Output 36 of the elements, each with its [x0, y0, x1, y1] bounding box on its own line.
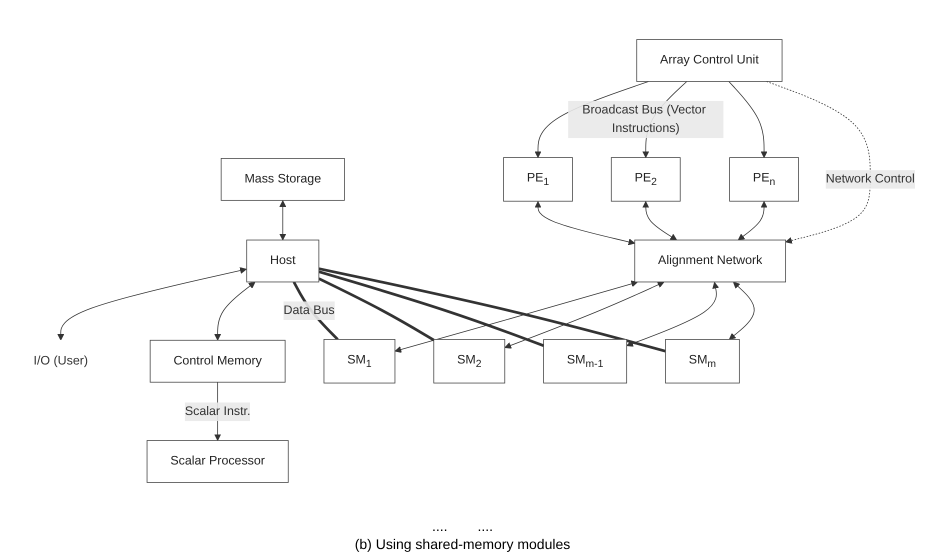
arrow	[57, 267, 247, 341]
connector	[318, 267, 666, 352]
edge-label: Network Control	[826, 172, 915, 186]
caption: (b) Using shared-memory modules	[354, 536, 570, 552]
arrow	[534, 201, 636, 246]
node-box: SM$_{m-1}$	[543, 339, 628, 384]
node-box: Control Memory	[150, 340, 286, 383]
arrow	[642, 201, 678, 240]
ellipsis-label: ....	[432, 518, 448, 534]
edge-label: Broadcast Bus (Vector Instructions)	[582, 103, 706, 136]
node-box: SM$_{2}$	[433, 339, 506, 384]
arrow	[766, 81, 871, 244]
arrow	[728, 282, 755, 340]
connector	[318, 277, 434, 342]
edge-label: Data Bus	[284, 304, 335, 317]
ellipsis-label: ....	[478, 518, 494, 534]
node-box: PE$_{n}$	[729, 157, 799, 202]
node-box: SM$_{m}$	[665, 339, 740, 384]
edge-label: Scalar Instr.	[184, 404, 250, 418]
node-text: I/O (User)	[34, 354, 88, 368]
node-box: Host	[246, 240, 320, 282]
node-box: Scalar Processor	[146, 440, 289, 483]
node-box: Mass Storage	[220, 158, 345, 201]
node-box: Alignment Network	[634, 240, 786, 282]
arrow	[214, 282, 256, 341]
node-box: Array Control Unit	[636, 39, 782, 82]
arrow	[626, 282, 720, 347]
arrow	[728, 81, 768, 158]
arrow	[394, 280, 638, 353]
connector	[318, 270, 544, 347]
node-box: PE$_{2}$	[610, 157, 681, 202]
node-box: SM$_{1}$	[324, 339, 396, 384]
arrow	[279, 200, 286, 240]
node-box: PE$_{1}$	[503, 157, 573, 202]
arrow	[738, 201, 768, 240]
arrow	[504, 282, 664, 349]
